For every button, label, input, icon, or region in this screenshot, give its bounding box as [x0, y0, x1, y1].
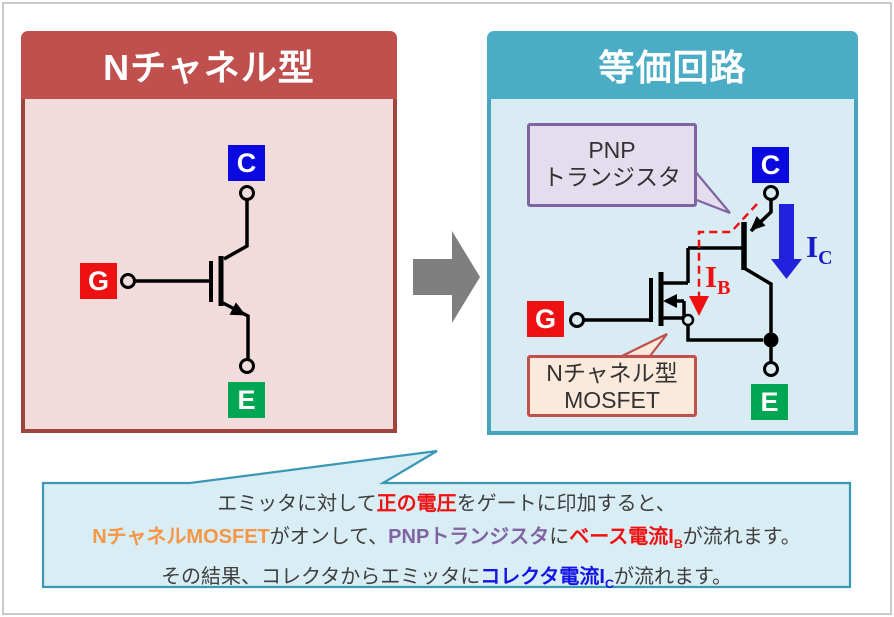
- base-current-arrowhead-icon: [689, 296, 709, 316]
- base-current-subscript: B: [717, 277, 731, 300]
- explanation-line-2: NチャネルMOSFETがオンして、PNPトランジスタにベース電流IBが流れます。: [92, 526, 801, 551]
- gate-terminal-node: [120, 273, 136, 289]
- gate-terminal-node: [569, 312, 585, 328]
- igbt-symbol: [120, 185, 255, 374]
- collector-current-arrow-icon: [771, 204, 802, 279]
- explanation-bubble: [41, 449, 852, 589]
- left-emitter-label: E: [228, 382, 265, 418]
- right-collector-label: C: [752, 147, 789, 183]
- mosfet-body-arrowhead-icon: [663, 294, 677, 308]
- collector-current-subscript: C: [818, 247, 833, 270]
- emitter-arrowhead-icon: [229, 302, 246, 316]
- pnp-transistor-callout: PNP トランジスタ: [527, 123, 697, 207]
- base-current-label: IB: [705, 259, 730, 298]
- source-node: [681, 313, 695, 327]
- right-gate-label: G: [527, 301, 564, 337]
- base-current-symbol: I: [705, 259, 718, 294]
- pnp-emitter-arrowhead-icon: [750, 216, 766, 231]
- explanation-text: エミッタに対して正の電圧をゲートに印加すると、 NチャネルMOSFETがオンして…: [43, 484, 850, 591]
- equivalent-circuit: [569, 185, 779, 377]
- explanation-line-1: エミッタに対して正の電圧をゲートに印加すると、: [217, 493, 676, 515]
- mosfet-callout-line1: Nチャネル型: [546, 360, 678, 386]
- mosfet-callout-tail: [621, 333, 668, 358]
- n-channel-panel-header: Nチャネル型: [21, 31, 397, 99]
- base-current-path-icon: [697, 203, 758, 296]
- equivalent-circuit-panel-header: 等価回路: [487, 31, 858, 99]
- emitter-terminal-node: [239, 358, 255, 374]
- n-channel-panel-title: Nチャネル型: [103, 47, 315, 88]
- collector-terminal-node: [239, 185, 255, 201]
- pnp-callout-tail: [692, 166, 731, 215]
- n-channel-mosfet-callout: Nチャネル型 MOSFET: [527, 355, 697, 417]
- emitter-terminal-node: [763, 361, 779, 377]
- collector-current-label: IC: [806, 229, 833, 268]
- mosfet-callout-line2: MOSFET: [564, 387, 660, 413]
- equivalent-circuit-panel-title: 等価回路: [598, 47, 747, 88]
- collector-terminal-node: [763, 185, 779, 201]
- pnp-callout-line1: PNP: [588, 137, 636, 163]
- left-gate-label: G: [80, 263, 117, 299]
- collector-current-symbol: I: [806, 229, 819, 264]
- right-emitter-label: E: [751, 384, 788, 420]
- explanation-line-3: その結果、コレクタからエミッタにコレクタ電流ICが流れます。: [161, 566, 732, 591]
- pnp-callout-line2: トランジスタ: [543, 164, 681, 190]
- transform-arrow-icon: [413, 231, 480, 323]
- left-collector-label: C: [228, 145, 265, 181]
